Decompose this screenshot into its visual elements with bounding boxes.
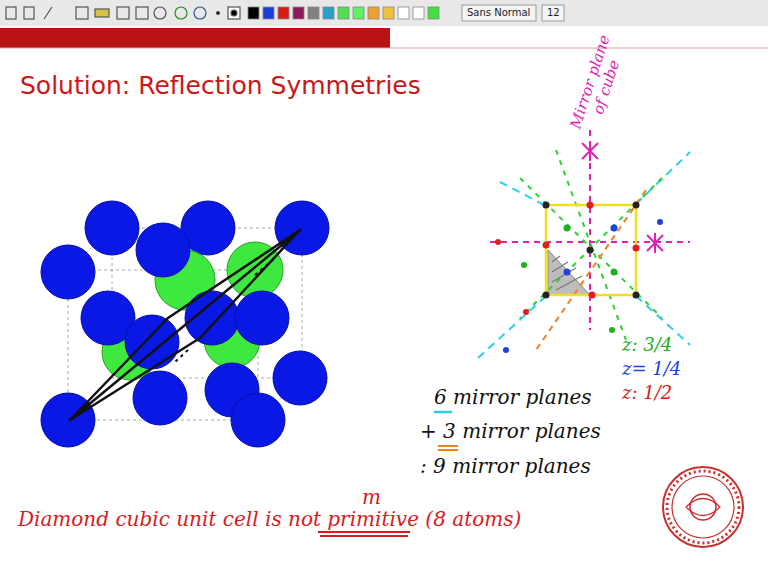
institute-seal [663,467,743,547]
conclusion-note: Diamond cubic unit cell is not primitive… [18,508,521,530]
header-band [0,28,390,48]
font-size: 12 [547,7,560,18]
mirror-plane-sketch [478,130,690,358]
count-note: + 3 mirror planes [420,420,601,442]
underline [320,535,408,537]
slide-title: Solution: Reflection Symmetries [20,72,421,100]
underline [438,445,458,447]
height-label: z: 1/2 [622,383,672,403]
diamond-cubic-model [41,201,329,447]
count-note: : 9 mirror planes [420,455,591,477]
correction-mark: m [362,486,381,508]
height-label: z= 1/4 [622,359,681,379]
toolbar [0,0,768,26]
underline [438,449,458,451]
font-name: Sans Normal [467,7,530,18]
height-label: z: 3/4 [622,335,672,355]
color-palette [248,5,564,21]
toolbar-icons [6,7,240,19]
underline [318,531,410,533]
count-note: 6 mirror planes [434,386,592,408]
header-rule [0,48,768,49]
underline [434,411,452,414]
